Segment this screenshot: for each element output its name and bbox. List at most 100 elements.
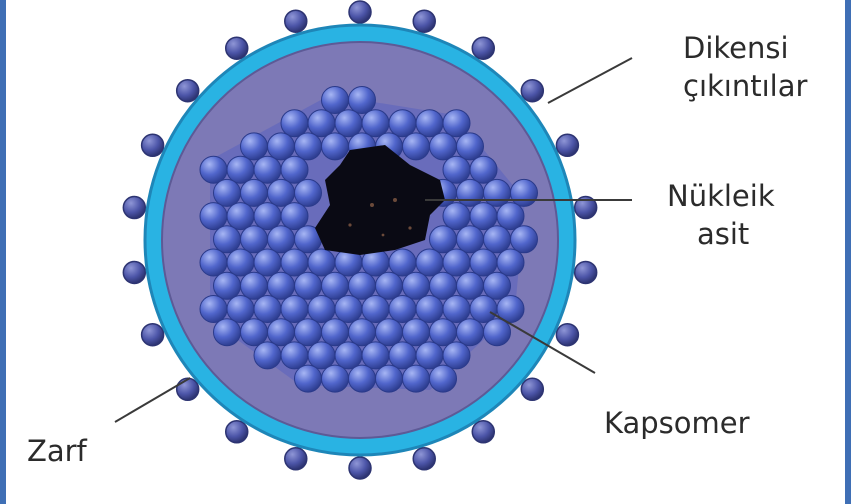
capsomere-sphere [362,342,389,369]
capsomere-sphere [254,342,281,369]
capsomere-sphere [268,133,295,160]
capsomere-sphere [389,296,416,323]
capsomere-sphere [416,249,443,276]
label-spikes-line2: çıkıntılar [683,68,807,106]
capsomere-sphere [268,319,295,346]
capsomere-sphere [281,203,308,230]
capsomere-sphere [443,342,470,369]
capsomere-sphere [376,319,403,346]
spike-head [413,448,435,470]
capsomere-sphere [484,319,511,346]
spike-head [142,324,164,346]
capsomere-sphere [227,249,254,276]
capsomere-sphere [295,319,322,346]
capsomere-sphere [430,226,457,253]
spike-head [226,37,248,59]
capsomere-sphere [430,272,457,299]
capsomere-sphere [389,342,416,369]
spike-head [142,134,164,156]
capsomere-sphere [241,272,268,299]
capsomere-sphere [443,156,470,183]
spike-head [556,134,578,156]
spike-head [177,80,199,102]
capsomere-sphere [254,249,281,276]
capsomere-sphere [227,203,254,230]
capsomere-sphere [349,319,376,346]
capsomere-sphere [403,133,430,160]
capsomere-sphere [214,179,241,206]
capsomere-sphere [484,226,511,253]
spike-head [123,197,145,219]
capsomere-sphere [362,110,389,137]
capsomere-sphere [497,249,524,276]
spike-head [123,261,145,283]
spike-head [521,378,543,400]
capsomere-sphere [349,365,376,392]
capsomere-sphere [308,342,335,369]
capsomere-sphere [457,319,484,346]
capsomere-sphere [281,156,308,183]
capsomere-sphere [403,319,430,346]
spike-head [285,10,307,32]
label-capsomere: Kapsomer [604,405,750,443]
spike-head [349,457,371,479]
capsomere-sphere [322,133,349,160]
capsomere-sphere [403,365,430,392]
capsomere-sphere [470,296,497,323]
label-nucleic-acid: Nükleik asit [667,178,775,253]
capsomere-sphere [268,272,295,299]
capsomere-sphere [511,226,538,253]
capsomere-sphere [308,296,335,323]
capsomere-sphere [295,272,322,299]
capsomere-sphere [322,365,349,392]
capsomere-sphere [416,296,443,323]
spike-head [226,421,248,443]
spike-head [177,378,199,400]
spike-head [472,37,494,59]
capsomere-sphere [335,342,362,369]
capsomere-sphere [322,272,349,299]
leader-line-spikes [548,58,632,103]
capsomere-sphere [281,249,308,276]
capsomere-sphere [200,156,227,183]
capsomere-sphere [349,272,376,299]
capsomere-sphere [254,296,281,323]
capsomere-sphere [497,203,524,230]
capsomere-sphere [241,133,268,160]
capsomere-sphere [200,203,227,230]
capsomere-sphere [241,319,268,346]
capsomere-sphere [214,226,241,253]
label-nucleic-acid-line1: Nükleik [667,178,775,216]
capsomere-sphere [362,296,389,323]
capsomere-sphere [443,110,470,137]
capsomere-sphere [470,203,497,230]
capsomere-sphere [389,110,416,137]
capsomere-sphere [416,342,443,369]
capsomere-sphere [484,272,511,299]
spike-head [413,10,435,32]
capsomere-sphere [335,296,362,323]
spike-head [575,261,597,283]
capsomere-sphere [335,110,362,137]
capsomere-sphere [295,179,322,206]
capsomere-sphere [457,272,484,299]
capsomere-sphere [470,156,497,183]
capsomere-sphere [430,319,457,346]
label-envelope: Zarf [27,433,87,471]
capsomere-sphere [430,133,457,160]
capsomere-sphere [214,319,241,346]
capsomere-sphere [322,319,349,346]
capsomere-sphere [430,365,457,392]
capsomere-sphere [376,272,403,299]
capsomere-sphere [268,226,295,253]
label-spikes: Dikensi çıkıntılar [683,30,807,105]
capsomere-sphere [443,203,470,230]
label-nucleic-acid-line2: asit [667,216,775,254]
capsomere-sphere [268,179,295,206]
capsomere-sphere [308,110,335,137]
capsomere-sphere [281,296,308,323]
spike-head [556,324,578,346]
capsomere-sphere [254,156,281,183]
capsomere-sphere [376,365,403,392]
capsomere-sphere [200,296,227,323]
